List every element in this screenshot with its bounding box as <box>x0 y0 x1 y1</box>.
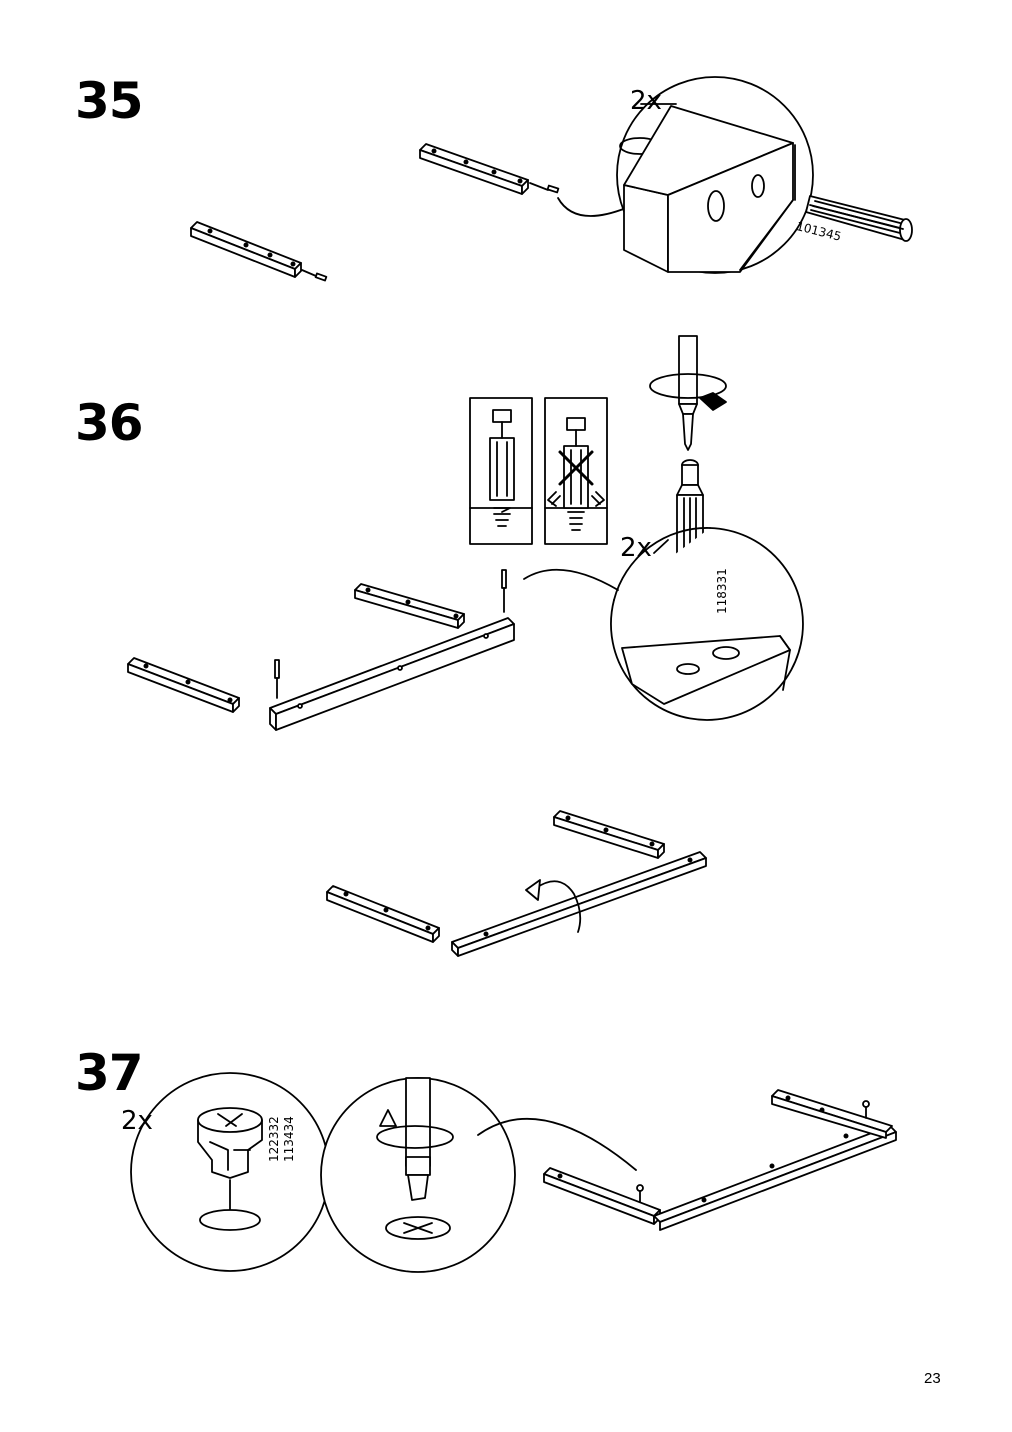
step37-screwdriver-magnifier <box>321 1078 636 1272</box>
step36-short-rail-back <box>355 584 464 628</box>
quantity-label-37: 2x <box>121 1106 153 1136</box>
cam-lock-nut <box>198 1108 262 1178</box>
flip-short-rail-front <box>327 886 439 942</box>
quantity-label-35: 2x <box>630 86 662 116</box>
part-number-118331: 118331 <box>715 568 729 614</box>
page-number: 23 <box>924 1370 941 1387</box>
step-number-35: 35 <box>75 72 144 130</box>
flip-short-rail-back <box>554 811 664 858</box>
incorrect-fitting-panel <box>545 398 607 544</box>
screwdriver-rotation-36 <box>650 336 726 450</box>
step36-detail-magnifier <box>524 528 803 720</box>
step-number-37: 37 <box>75 1044 144 1102</box>
step35-detail-magnifier <box>558 77 912 273</box>
step35-rail-upper <box>420 144 558 194</box>
flip-rotation-arrow <box>526 880 580 932</box>
quantity-label-36: 2x <box>620 533 652 563</box>
flip-long-rail <box>452 852 706 956</box>
part-number-113434: 113434 <box>282 1116 296 1162</box>
dowel-101345 <box>806 196 912 241</box>
correct-fitting-panel <box>470 398 532 544</box>
step36-short-rail-front <box>128 658 239 712</box>
step36-long-rail <box>270 570 514 730</box>
step35-rail-lower <box>191 222 326 281</box>
step-number-36: 36 <box>75 394 144 452</box>
step37-cam-lock-magnifier <box>131 1073 329 1271</box>
step37-frame <box>544 1090 896 1230</box>
part-number-122332: 122332 <box>267 1116 281 1162</box>
